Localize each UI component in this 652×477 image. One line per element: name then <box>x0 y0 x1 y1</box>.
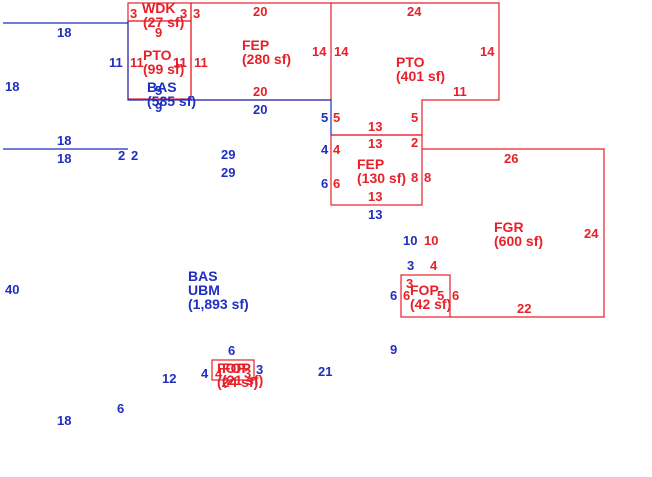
dimension-label: 20 <box>253 4 267 19</box>
fep-mid-size: (130 sf) <box>357 170 406 186</box>
dimension-label: 20 <box>253 84 267 99</box>
fep-mid-outline <box>330 134 423 206</box>
dimension-label: 18 <box>57 151 71 166</box>
dimension-label: 8 <box>411 170 418 185</box>
fep-top-size: (280 sf) <box>242 51 291 67</box>
dimension-label: 6 <box>333 176 340 191</box>
dimension-label: 5 <box>437 288 444 303</box>
fgr-outline <box>422 148 605 318</box>
fop-right-code: FOP <box>410 282 439 298</box>
dimension-label: 4 <box>215 366 223 381</box>
dimension-label: 3 <box>407 258 414 273</box>
dimension-label: 4 <box>321 142 329 157</box>
fop-bottom-overlap-code: FOP <box>222 360 251 376</box>
fop-bottom-size: (24 sf) <box>217 374 258 390</box>
dimension-label: 13 <box>368 119 382 134</box>
wdk-size: (27 sf) <box>143 14 184 30</box>
dimension-label: 11 <box>130 55 144 70</box>
pto-small-size: (99 sf) <box>143 61 184 77</box>
dimension-label: 11 <box>453 84 467 99</box>
bas-main-code: BAS <box>188 268 218 284</box>
dimension-label: 5 <box>333 110 340 125</box>
dimension-label: 2 <box>411 135 418 150</box>
dimension-label: 2 <box>118 148 125 163</box>
dimension-label: 6 <box>117 401 124 416</box>
dimension-label: 13 <box>368 207 382 222</box>
bas-upper-size: (585 sf) <box>147 93 196 109</box>
dimension-label: 40 <box>5 282 19 297</box>
dimension-label: 2 <box>131 148 138 163</box>
dimension-label: 6 <box>321 176 328 191</box>
fep-top-code: FEP <box>242 37 269 53</box>
bas-main-size: (1,893 sf) <box>188 296 249 312</box>
dimension-label: 4 <box>201 366 209 381</box>
fep-mid-code: FEP <box>357 156 384 172</box>
dimension-label: 24 <box>407 4 422 19</box>
living-dimensions: 18 11 11 5 9 20 18 18 18 2 2 29 29 4 6 1… <box>5 25 417 428</box>
dimension-label: 10 <box>424 233 438 248</box>
dimension-label: 9 <box>155 25 162 40</box>
dimension-label: 5 <box>321 110 328 125</box>
dimension-label: 11 <box>173 55 187 70</box>
fgr-size: (600 sf) <box>494 233 543 249</box>
dimension-label: 6 <box>390 288 397 303</box>
dimension-label: 13 <box>368 136 382 151</box>
fop-right-size: (42 sf) <box>410 296 451 312</box>
dimension-label: 18 <box>5 79 19 94</box>
dimension-label: 5 <box>155 83 162 98</box>
dimension-label: 29 <box>221 165 235 180</box>
dimension-label: 6 <box>452 288 459 303</box>
dimension-label: 20 <box>253 102 267 117</box>
dimension-label: 4 <box>430 258 438 273</box>
dimension-label: 12 <box>162 371 176 386</box>
dimension-label: 11 <box>194 55 208 70</box>
bas-upper-code: BAS <box>147 79 177 95</box>
dimension-label: 3 <box>180 6 187 21</box>
pto-large-size: (401 sf) <box>396 68 445 84</box>
dimension-label: 9 <box>155 100 162 115</box>
dimension-label: 14 <box>334 44 349 59</box>
dimension-label: 18 <box>57 25 71 40</box>
dimension-label: 8 <box>424 170 431 185</box>
dimension-label: 24 <box>584 226 599 241</box>
fop-bottom-code: FOP <box>217 360 246 376</box>
non-living-dimensions: 3 9 3 3 20 24 11 11 11 14 14 14 20 11 5 … <box>130 4 599 381</box>
dimension-label: 11 <box>109 55 123 70</box>
dimension-label: 13 <box>368 189 382 204</box>
dimension-label: 6 <box>228 343 235 358</box>
dimension-label: 14 <box>480 44 495 59</box>
dimension-label: 3 <box>193 6 200 21</box>
dimension-label: 4 <box>333 142 341 157</box>
fop-right-outline <box>400 274 451 318</box>
dimension-label: 18 <box>57 413 71 428</box>
dimension-label: 26 <box>504 151 518 166</box>
pto-small-code: PTO <box>143 47 172 63</box>
dimension-label: 29 <box>221 147 235 162</box>
dimension-label: 9 <box>390 342 397 357</box>
dimension-label: 6 <box>403 288 410 303</box>
dimension-label: 22 <box>517 301 531 316</box>
dimension-label: 11 <box>173 55 187 70</box>
non-living-outlines <box>127 2 605 381</box>
fop-bottom-outline <box>211 359 255 381</box>
dimension-label: 3 <box>406 276 413 291</box>
living-outlines <box>3 21 332 150</box>
fgr-code: FGR <box>494 219 524 235</box>
dimension-label: 21 <box>318 364 332 379</box>
dimension-label: 3 <box>256 362 263 377</box>
wdk-code: WDK <box>142 0 175 16</box>
dimension-label: 3 <box>130 6 137 21</box>
bas-main-sub: UBM <box>188 282 220 298</box>
dimension-label: 5 <box>411 110 418 125</box>
dimension-label: 18 <box>57 133 71 148</box>
bas-upper-outline <box>127 21 332 135</box>
fop-bottom-overlap-size: (21 sf) <box>222 372 263 388</box>
dimension-label: 14 <box>312 44 327 59</box>
area-labels: WDK (27 sf) PTO (99 sf) BAS (585 sf) FEP… <box>142 0 543 390</box>
dimension-label: 10 <box>403 233 417 248</box>
dimension-label: 3 <box>244 366 251 381</box>
pto-large-code: PTO <box>396 54 425 70</box>
